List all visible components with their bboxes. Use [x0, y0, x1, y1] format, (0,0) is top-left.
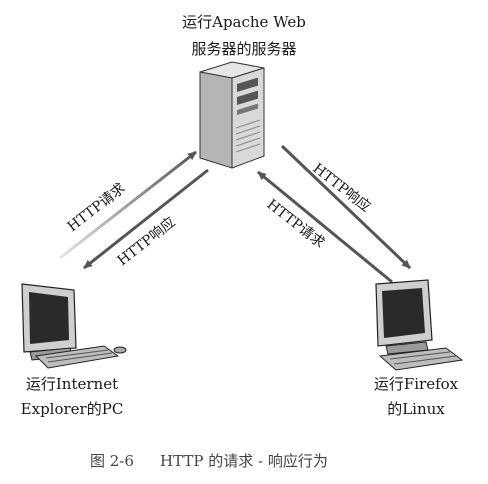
- left-client-label-line2: Explorer的PC: [21, 400, 124, 418]
- right-response-arrow: [280, 144, 412, 270]
- right-request-label: HTTP请求: [264, 197, 328, 252]
- server-label-line1: 运行Apache Web: [182, 13, 306, 31]
- figure-number: 图 2-6: [90, 452, 134, 470]
- left-response-label: HTTP响应: [114, 214, 179, 270]
- right-client-label-line1: 运行Firefox: [374, 375, 459, 393]
- left-pc-icon: [21, 283, 127, 369]
- right-client-label-line2: 的Linux: [387, 400, 445, 418]
- left-client-label-line1: 运行Internet: [26, 375, 118, 393]
- right-response-label: HTTP响应: [310, 160, 375, 216]
- left-response-arrow: [83, 168, 209, 270]
- figure-caption: HTTP 的请求 - 响应行为: [160, 452, 328, 470]
- left-request-label: HTTP请求: [65, 180, 129, 235]
- server-label-line2: 服务器的服务器: [191, 40, 296, 58]
- left-request-arrow: [59, 150, 197, 260]
- right-request-arrow: [257, 170, 393, 284]
- right-pc-icon: [375, 279, 464, 371]
- server-tower-icon: [199, 61, 265, 169]
